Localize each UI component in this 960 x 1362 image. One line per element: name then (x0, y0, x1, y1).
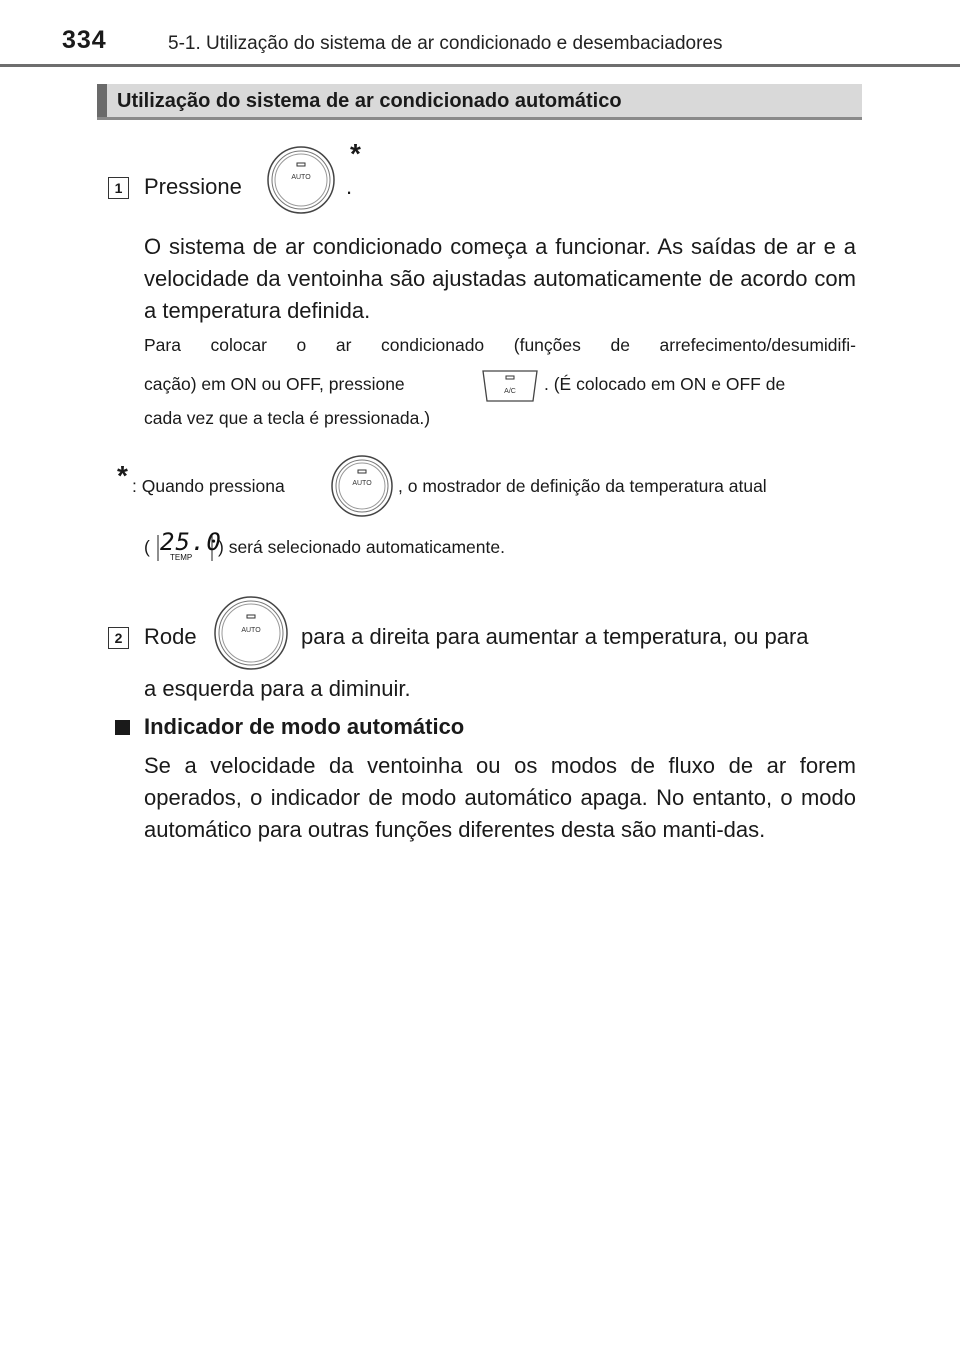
step1-description: O sistema de ar condicionado começa a fu… (144, 234, 856, 323)
step2-text-after: para a direita para aumentar a temperatu… (301, 624, 809, 649)
footnote-open-paren: ( (144, 537, 150, 557)
header-rule (0, 64, 960, 67)
step1-note-line3: cada vez que a tecla é pressionada.) (144, 408, 431, 428)
temp-display-value: 25.0 (160, 528, 222, 556)
step2-text-line2: a esquerda para a diminuir. (144, 676, 411, 701)
step1-note-line2a: cação) em ON ou OFF, pressione (144, 374, 405, 394)
auto-indicator-body: Se a velocidade da ventoinha ou os modos… (144, 753, 856, 842)
auto-knob-label: AUTO (352, 480, 372, 487)
auto-knob-icon: AUTO (267, 146, 335, 214)
section-bar: Utilização do sistema de ar condicionado… (97, 84, 862, 120)
footnote-text-after: , o mostrador de definição da temperatur… (398, 476, 767, 496)
section-title: Utilização do sistema de ar condicionado… (117, 90, 622, 112)
ac-button-icon: A/C (482, 370, 538, 402)
ac-button-label: A/C (504, 388, 516, 395)
temp-display-icon: 25.0 TEMP (156, 528, 221, 563)
footnote-asterisk: * (117, 460, 128, 491)
temp-display-label: TEMP (170, 553, 193, 562)
step1-note-line1: Para colocar o ar condicionado (funções … (144, 335, 856, 355)
auto-indicator-heading: Indicador de modo automático (144, 714, 465, 739)
step1-text-after: . (346, 174, 353, 199)
bullet-square-icon (115, 720, 130, 735)
chapter-title: 5-1. Utilização do sistema de ar condici… (168, 33, 723, 54)
step1-note-line2b: . (É colocado em ON e OFF de (544, 374, 786, 394)
auto-knob-label: AUTO (291, 174, 311, 181)
step1-asterisk: * (350, 138, 361, 169)
auto-knob-icon: AUTO (331, 455, 393, 517)
footnote-text-line2: ) será selecionado automaticamente. (218, 537, 505, 557)
auto-knob-label: AUTO (241, 627, 261, 634)
footnote-text-before: : Quando pressiona (132, 476, 285, 496)
page-number: 334 (62, 26, 107, 54)
auto-knob-icon: AUTO (214, 596, 288, 670)
step-number-1: 1 (108, 177, 129, 199)
step2-text-before: Rode (144, 624, 197, 649)
step1-text-before: Pressione (144, 174, 242, 199)
step-number-2: 2 (108, 627, 129, 649)
